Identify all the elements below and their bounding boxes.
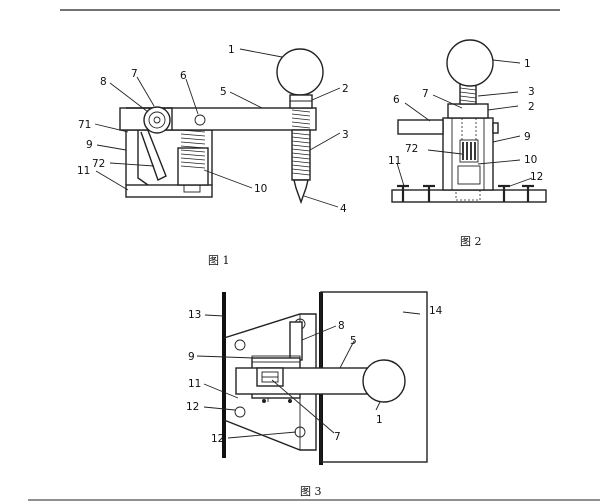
label-1: 1 — [228, 44, 235, 56]
arm-2 — [397, 119, 444, 135]
label-11: 11 — [388, 155, 401, 167]
leaders-fig3 — [196, 311, 421, 439]
arm-3 — [235, 367, 369, 395]
spring-leaf — [140, 127, 167, 181]
label-72: 72 — [405, 143, 418, 155]
label-7: 7 — [422, 88, 429, 100]
figure-2-front-view: 1 7 3 2 6 9 72 10 11 12 图 2 — [388, 39, 547, 248]
label-8: 8 — [100, 76, 107, 88]
lower-block-2 — [457, 165, 481, 185]
label-5: 5 — [350, 335, 357, 347]
label-5: 5 — [220, 86, 227, 98]
label-14: 14 — [429, 305, 443, 317]
ball-handle-3 — [362, 359, 406, 403]
inner-spring-2 — [459, 139, 479, 163]
label-12: 12 — [530, 171, 543, 183]
label-11: 11 — [188, 378, 201, 390]
body-2 — [442, 117, 494, 191]
labels-fig3: 13 8 14 5 9 11 12 12 1 7 — [186, 305, 443, 445]
spring-wheel-inner — [148, 111, 166, 129]
caption-fig3: 图 3 — [300, 485, 322, 498]
figure-3-top-view: 13 8 14 5 9 11 12 12 1 7 图 3 — [186, 291, 443, 498]
label-8: 8 — [338, 320, 345, 332]
bolt-head-bottom — [183, 184, 201, 193]
thread-lines-left — [180, 129, 206, 169]
label-7: 7 — [131, 68, 138, 80]
label-9: 9 — [86, 139, 93, 151]
label-3: 3 — [342, 129, 349, 141]
labels-fig2: 1 7 3 2 6 9 72 10 11 12 — [388, 58, 543, 183]
label-2: 2 — [342, 83, 349, 95]
leaders-fig2 — [396, 59, 533, 187]
label-13: 13 — [188, 309, 201, 321]
label-12-a: 12 — [186, 401, 199, 413]
spring-wheel-outer — [143, 106, 171, 134]
label-6: 6 — [180, 70, 187, 82]
label-12-b: 12 — [211, 433, 224, 445]
base-bolts — [397, 184, 534, 202]
label-9: 9 — [188, 351, 195, 363]
label-10: 10 — [254, 183, 267, 195]
label-3: 3 — [528, 86, 535, 98]
label-71: 71 — [78, 119, 91, 131]
top-plate-2 — [447, 103, 489, 119]
screw-tip — [293, 179, 309, 205]
side-tab — [492, 122, 499, 134]
label-4: 4 — [340, 203, 347, 215]
label-11: 11 — [77, 165, 90, 177]
hole-2 — [234, 406, 246, 418]
label-10: 10 — [524, 154, 537, 166]
label-9: 9 — [524, 131, 531, 143]
label-72: 72 — [92, 158, 105, 170]
pin-6 — [194, 114, 206, 126]
dashed-hidden — [455, 118, 481, 201]
spring-piece — [289, 321, 303, 361]
label-1: 1 — [524, 58, 531, 70]
body-rim-3 — [251, 355, 301, 363]
figure-1-side-view: 1 2 3 4 5 6 7 71 8 9 72 11 10 图 1 — [77, 44, 349, 267]
label-1: 1 — [376, 414, 383, 426]
thread-lines-right — [291, 109, 311, 176]
ball-handle — [276, 48, 324, 96]
label-7: 7 — [334, 431, 341, 443]
base-plate — [125, 184, 213, 198]
hole-1 — [234, 339, 246, 351]
cover-71 — [126, 107, 173, 130]
nut — [289, 94, 313, 109]
leaders-fig1 — [94, 48, 341, 208]
labels-fig1: 1 2 3 4 5 6 7 71 8 9 72 11 10 — [77, 44, 349, 215]
caption-fig2: 图 2 — [460, 235, 482, 248]
label-2: 2 — [528, 101, 535, 113]
ball-handle-2 — [446, 39, 494, 87]
caption-fig1: 图 1 — [208, 254, 230, 267]
label-6: 6 — [393, 94, 400, 106]
spring-wheel-hub — [153, 116, 161, 124]
